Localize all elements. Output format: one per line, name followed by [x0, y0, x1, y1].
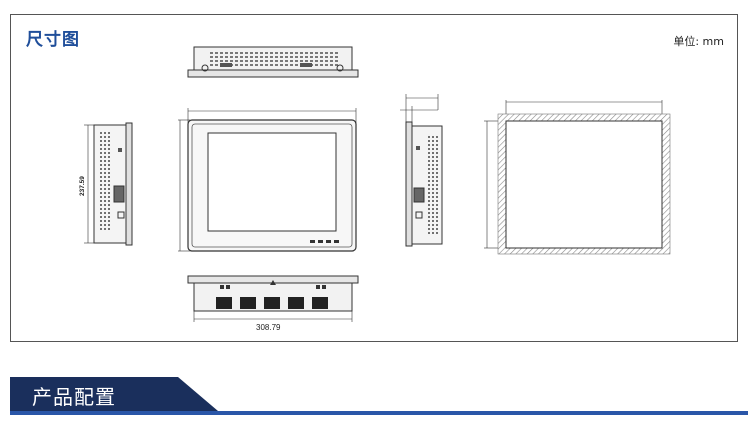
panel-cutout-view — [484, 100, 671, 255]
section-banner — [10, 377, 748, 415]
right-side-view — [400, 94, 443, 247]
front-view — [178, 108, 357, 252]
left-side-view — [84, 122, 133, 246]
height-dimension-label: 237.59 — [79, 176, 86, 196]
unit-label: 单位: mm — [673, 35, 724, 48]
section-title-dimensions: 尺寸图 — [26, 30, 80, 50]
width-dimension-label: 308.79 — [256, 323, 281, 332]
top-view — [187, 46, 359, 78]
bottom-view — [187, 275, 359, 322]
dimension-drawing-frame — [10, 14, 738, 342]
section-title-product-config: 产品配置 — [32, 385, 116, 409]
